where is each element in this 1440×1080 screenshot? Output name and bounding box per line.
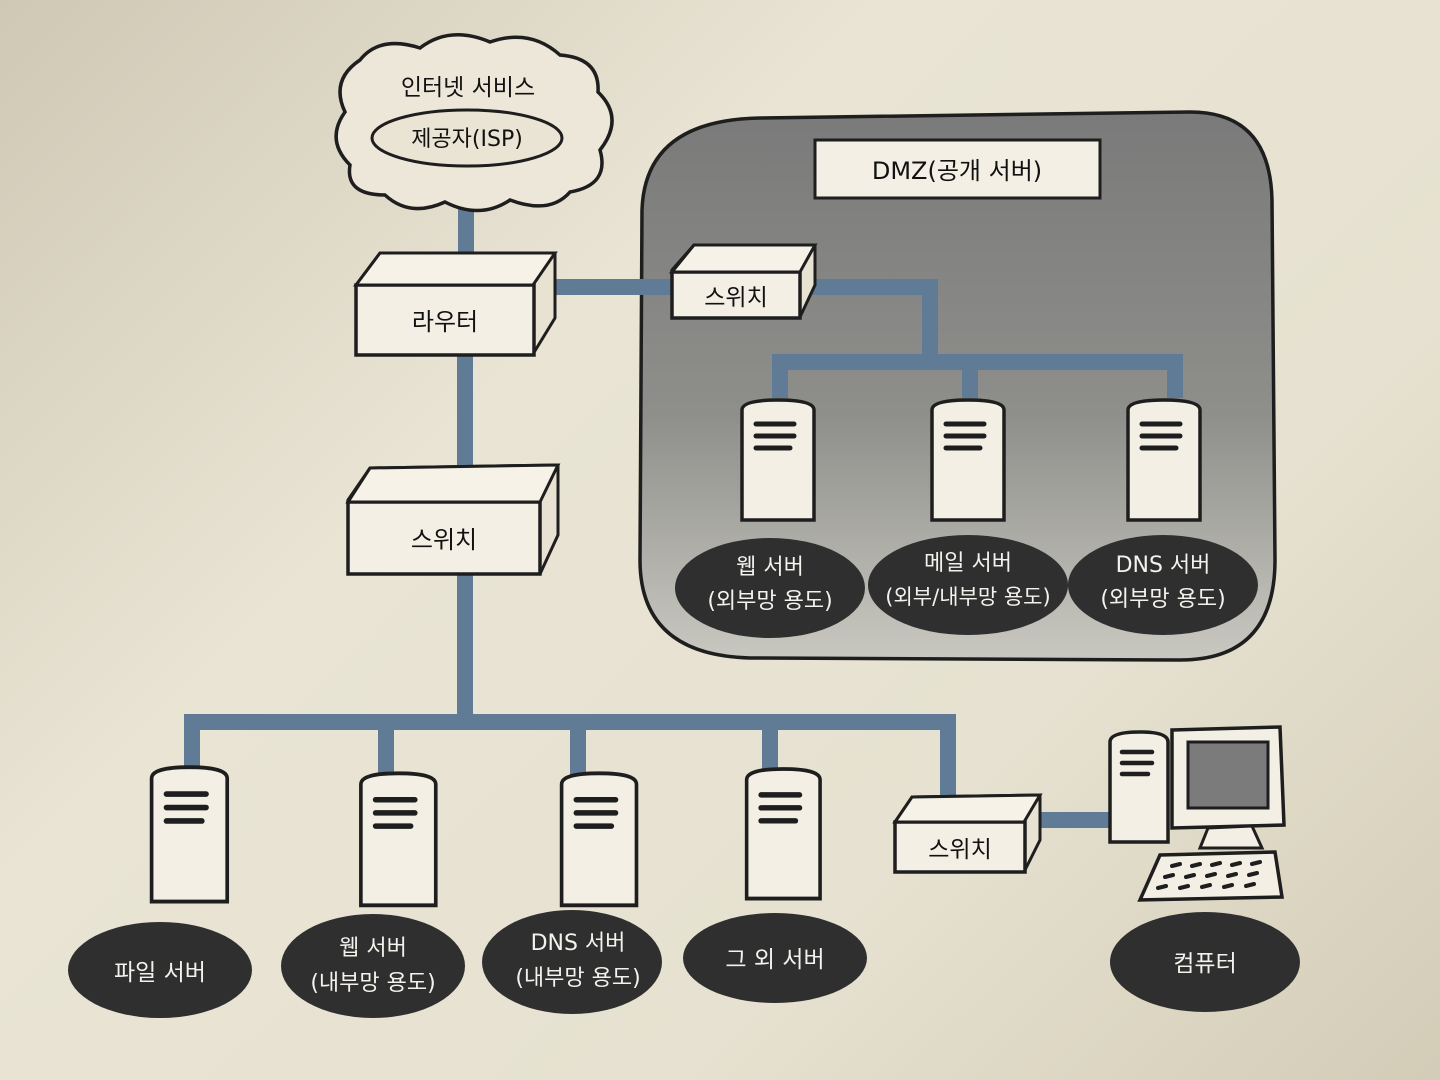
keyboard-icon — [1137, 850, 1285, 902]
dmz-server-mail: 메일 서버 (외부/내부망 용도) — [868, 400, 1068, 635]
internal-server-other-line1: 그 외 서버 — [725, 947, 824, 973]
main-switch-label: 스위치 — [411, 526, 477, 554]
internal-server-other-label-bg — [683, 913, 867, 1003]
router: 라우터 — [353, 251, 558, 357]
dmz-server-web-line1: 웹 서버 — [736, 555, 804, 580]
internal-server-dns-line1: DNS 서버 — [531, 931, 626, 956]
isp-cloud: 인터넷 서비스 제공자(ISP) — [334, 33, 614, 213]
computer: 컴퓨터 — [1108, 725, 1300, 1012]
computer-tower — [1108, 730, 1170, 844]
dmz-server-dns-label-bg — [1068, 535, 1258, 635]
dmz-server-dns-line2: (외부망 용도) — [1100, 587, 1225, 612]
internal-server-web-label-bg — [281, 914, 465, 1018]
internal-server-dns-line2: (내부망 용도) — [515, 966, 640, 991]
isp-label-line2: 제공자(ISP) — [411, 127, 523, 152]
dmz-server-web-label-bg — [675, 538, 865, 638]
dmz-switch: 스위치 — [668, 243, 818, 320]
router-label: 라우터 — [412, 308, 478, 336]
dmz-server-mail-line1: 메일 서버 — [924, 551, 1012, 576]
computer-label-bg — [1110, 912, 1300, 1012]
internal-switch: 스위치 — [892, 793, 1043, 874]
isp-label-line1: 인터넷 서비스 — [401, 75, 535, 101]
dmz-server-dns: DNS 서버 (외부망 용도) — [1068, 400, 1258, 635]
internal-server-file-label-bg — [68, 922, 252, 1018]
isp-oval — [370, 108, 564, 168]
dmz-server-dns-line1: DNS 서버 — [1116, 553, 1211, 578]
dmz-title: DMZ(공개 서버) — [872, 157, 1042, 185]
internal-server-web-line1: 웹 서버 — [339, 936, 407, 961]
computer-label: 컴퓨터 — [1173, 951, 1236, 977]
internal-server-dns-label-bg — [482, 910, 662, 1014]
internal-server-other: 그 외 서버 — [683, 769, 867, 1003]
dmz-server-mail-label-bg — [868, 535, 1068, 635]
internal-server-web: 웹 서버 (내부망 용도) — [281, 773, 465, 1018]
internal-server-file-line1: 파일 서버 — [114, 960, 206, 986]
internal-server-web-line2: (내부망 용도) — [310, 971, 435, 996]
internal-switch-label: 스위치 — [928, 837, 991, 863]
dmz-switch-label: 스위치 — [704, 285, 767, 311]
main-switch: 스위치 — [345, 463, 561, 576]
dmz-title-box — [813, 138, 1102, 200]
dmz-server-web: 웹 서버 (외부망 용도) — [675, 400, 865, 638]
internal-server-file: 파일 서버 — [68, 767, 252, 1018]
internal-server-dns: DNS 서버 (내부망 용도) — [482, 773, 662, 1014]
dmz-server-mail-line2: (외부/내부망 용도) — [885, 585, 1050, 609]
dmz-server-web-line2: (외부망 용도) — [707, 589, 832, 614]
monitor-icon — [1170, 725, 1286, 850]
